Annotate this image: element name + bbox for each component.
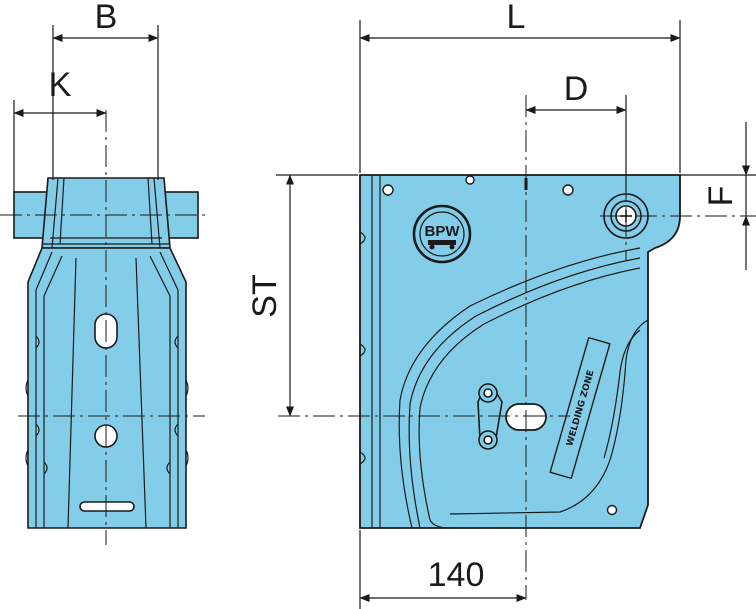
label-l: L bbox=[507, 0, 526, 36]
bpw-logo: BPW bbox=[412, 204, 472, 264]
logo-text: BPW bbox=[425, 223, 461, 240]
side-view-centerlines bbox=[0, 110, 205, 545]
label-st: ST bbox=[246, 274, 284, 317]
hanger-body bbox=[27, 247, 187, 529]
label-d: D bbox=[564, 70, 589, 108]
rivet-hole-2 bbox=[465, 175, 475, 185]
dimension-k bbox=[13, 100, 107, 192]
label-140: 140 bbox=[428, 556, 485, 594]
dimension-d bbox=[525, 95, 627, 192]
side-view bbox=[13, 177, 199, 529]
front-view-centerlines bbox=[278, 95, 756, 600]
front-view: BPW WELDING ZONE bbox=[359, 174, 681, 529]
dimension-st bbox=[276, 174, 358, 417]
label-k: K bbox=[49, 66, 72, 104]
label-b: B bbox=[95, 0, 118, 36]
stiffener-rib bbox=[398, 247, 641, 529]
rivet-hole-4 bbox=[606, 504, 618, 516]
side-view-details bbox=[25, 177, 189, 529]
label-f: F bbox=[702, 186, 740, 207]
rivet-hole-1 bbox=[382, 184, 394, 196]
dimension-140 bbox=[359, 530, 527, 609]
adjustment-link bbox=[477, 383, 503, 450]
dimension-b bbox=[52, 25, 159, 180]
slot-bottom bbox=[79, 501, 135, 512]
dimension-l bbox=[359, 20, 681, 173]
dimension-f bbox=[680, 122, 756, 270]
rivet-hole-3 bbox=[562, 184, 574, 196]
